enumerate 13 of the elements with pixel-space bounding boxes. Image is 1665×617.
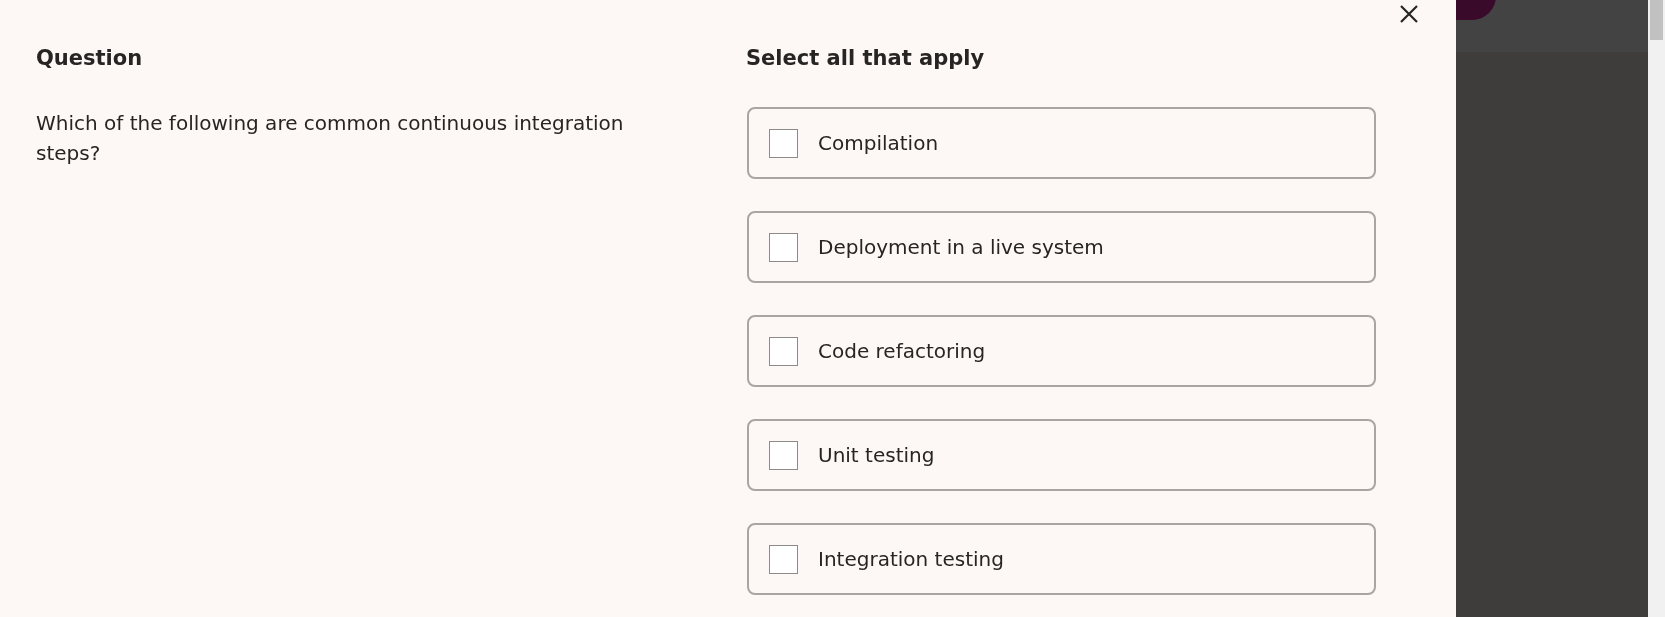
answer-option <box>747 315 1376 387</box>
instruction-heading: Select all that apply <box>746 46 985 70</box>
option-label: Compilation <box>818 131 939 155</box>
answer-option <box>747 107 1376 179</box>
question-text: Which of the following are common continuous integration steps? <box>36 110 625 167</box>
option-label: Unit testing <box>818 443 935 467</box>
option-label: Code refactoring <box>818 339 986 363</box>
option-label: Integration testing <box>818 547 1004 571</box>
section-heading: Question <box>36 46 143 70</box>
answer-option <box>747 419 1376 491</box>
answer-option <box>747 211 1376 283</box>
option-label: Deployment in a live system <box>818 235 1104 259</box>
answer-option <box>747 523 1376 595</box>
